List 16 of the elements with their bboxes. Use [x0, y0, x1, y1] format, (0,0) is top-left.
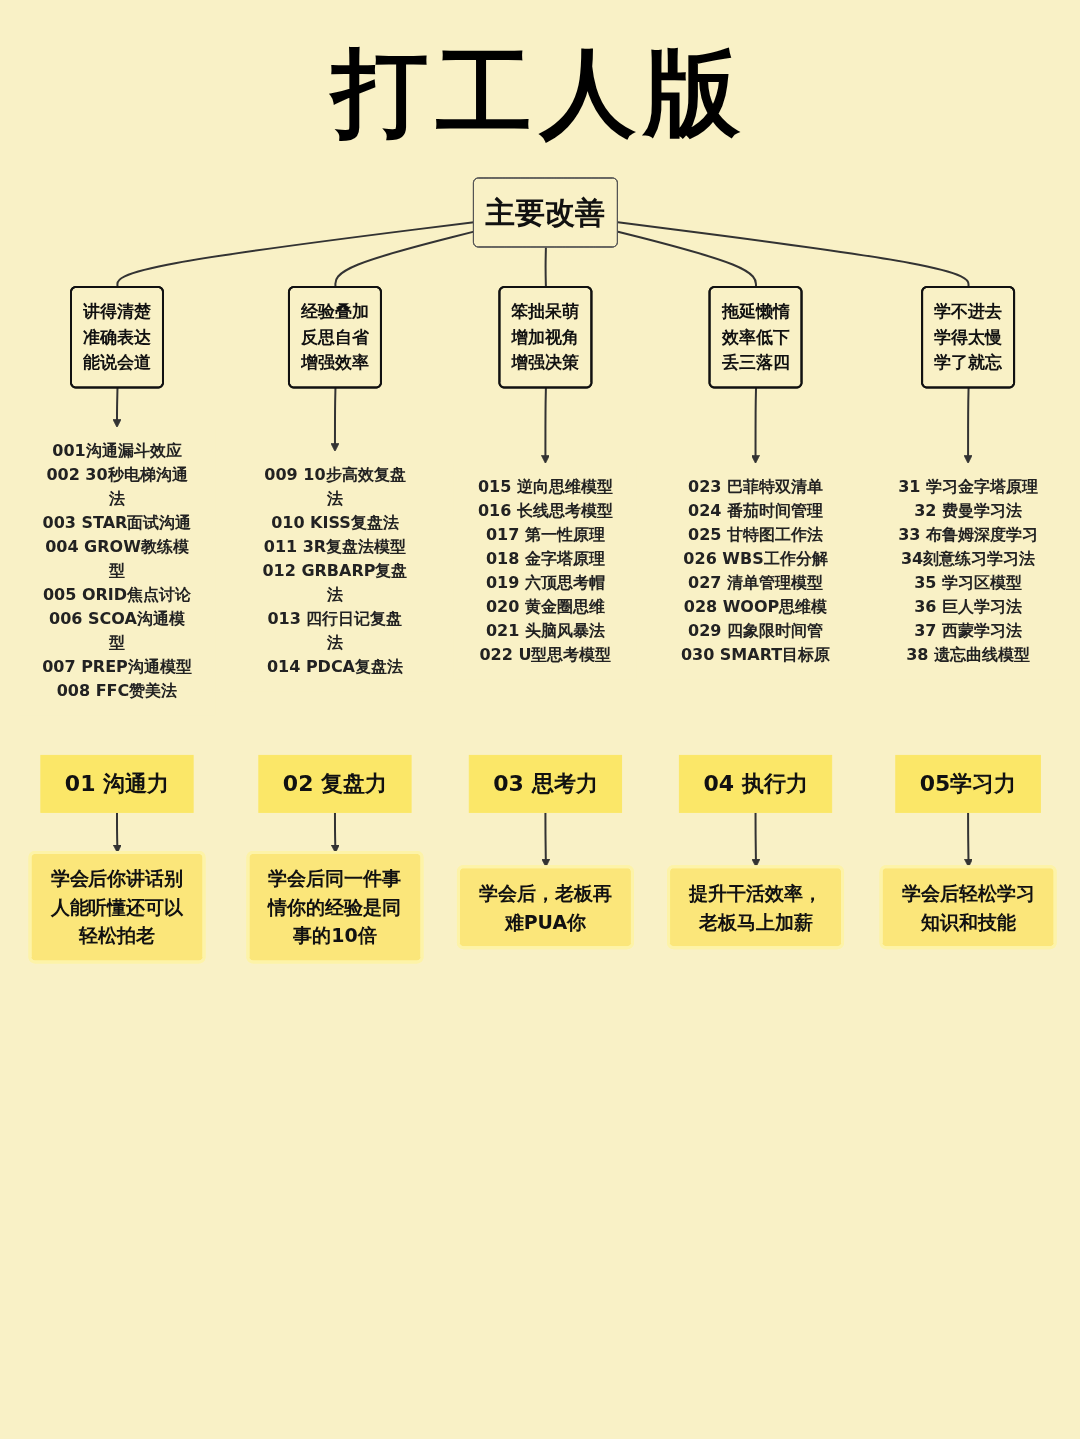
arrow	[751, 386, 760, 464]
diagram-title: 打工人版	[0, 30, 1080, 160]
arrow	[112, 386, 122, 428]
arrow	[963, 386, 973, 464]
arrow	[541, 386, 550, 464]
node-box: 01 沟通力	[40, 754, 194, 813]
node-text: 015 逆向思维模型 016 长线思考模型 017 第一性原理 018 金字塔原理 019 六顶思考帽 020 黄金圈思维 021 头脑风暴法 022 U型思考模型	[477, 477, 613, 665]
node-box: 02 复盘力	[258, 754, 412, 813]
node-box: 03 思考力	[468, 754, 623, 813]
node-text: 31 学习金字塔原理 32 费曼学习法 33 布鲁姆深度学习 34刻意练习学习法 35 学习区模型 36 巨人学习法 37 西蒙学习法 38 遗忘曲线模型	[898, 477, 1038, 665]
node-box: 04 执行力	[678, 754, 833, 813]
node-text: 023 巴菲特双清单 024 番茄时间管理 025 甘特图工作法 026 WBS工作分解 027 清单管理模型 028 WOOP思维模 029 四象限时间管 030 SMART目标原	[680, 477, 831, 665]
node-box: 05学习力	[895, 754, 1041, 813]
node-text: 009 10步高效复盘法 010 KISS复盘法 011 3R复盘法模型 012 GRBARP复盘法 013 四行日记复盘法 014 PDCA复盘法	[262, 465, 408, 677]
arrow	[330, 386, 340, 452]
node-text: 001沟通漏斗效应 002 30秒电梯沟通法 003 STAR面试沟通 004 GROW教练模型 005 ORID焦点讨论 006 SCOA沟通模型 007 PREP沟通模型 008 FFC赞美法	[42, 441, 192, 701]
